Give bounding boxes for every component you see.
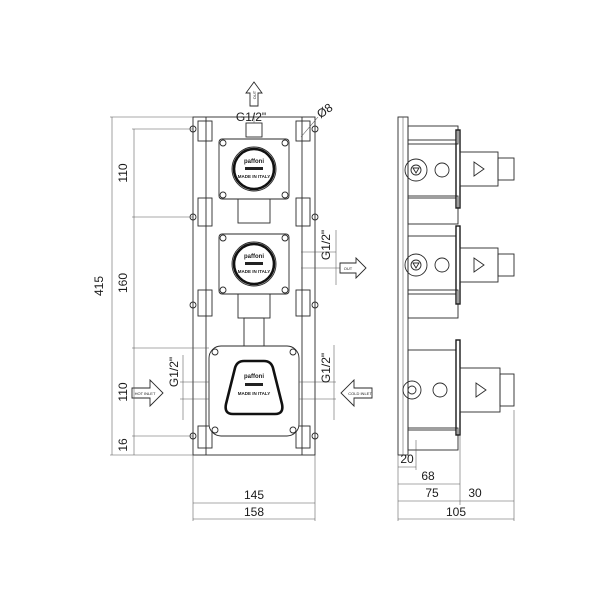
connection-left-label: G1/2" — [167, 357, 181, 387]
brand-label-3: paffoni — [244, 374, 264, 380]
front-view: paffoni MADE IN ITALY paffoni MADE IN IT… — [92, 81, 373, 521]
width-inner: 145 — [244, 488, 264, 502]
cold-inlet-arrow: COLD INLET — [340, 378, 373, 408]
side-spindle-1 — [459, 151, 515, 187]
hot-inlet-arrow: HOT INLET — [131, 378, 164, 408]
height-dim-3: 110 — [116, 382, 130, 401]
side-spindle-3 — [459, 367, 515, 413]
svg-text:OUT: OUT — [252, 90, 257, 99]
made-in-label-1: MADE IN ITALY — [238, 174, 271, 179]
made-in-label-3: MADE IN ITALY — [238, 391, 271, 396]
connection-right-lower-label: G1/2" — [319, 353, 333, 383]
side-dim-105: 105 — [446, 505, 466, 519]
side-dim-30: 30 — [468, 486, 482, 500]
module-2: paffoni MADE IN ITALY — [218, 233, 290, 295]
frame-brackets — [189, 120, 319, 449]
side-dim-20: 20 — [400, 452, 414, 466]
outlet-right-arrow: OUT — [339, 256, 367, 280]
height-dimensions: 415 110 160 110 16 — [92, 116, 209, 456]
width-outer: 158 — [244, 505, 264, 519]
module-1: paffoni MADE IN ITALY — [218, 138, 290, 200]
side-dimensions: 20 68 75 30 105 — [397, 410, 515, 521]
height-dim-2: 160 — [116, 273, 130, 293]
side-dim-75: 75 — [425, 486, 439, 500]
width-dimensions: 145 158 — [192, 455, 316, 521]
svg-text:HOT INLET: HOT INLET — [135, 391, 156, 396]
overall-height: 415 — [92, 276, 106, 296]
side-dim-68: 68 — [421, 469, 435, 483]
connection-right-label: G1/2" — [319, 230, 333, 260]
height-dim-4: 16 — [116, 438, 130, 452]
height-dim-1: 110 — [116, 163, 130, 182]
side-spindle-2 — [459, 247, 515, 283]
brand-label-2: paffoni — [244, 254, 264, 260]
svg-text:COLD INLET: COLD INLET — [348, 391, 372, 396]
brand-label-1: paffoni — [244, 159, 264, 165]
side-view: 20 68 75 30 105 — [397, 116, 515, 521]
module-3: paffoni MADE IN ITALY — [208, 345, 300, 437]
svg-text:OUT: OUT — [344, 266, 353, 271]
outlet-top-arrow: OUT — [245, 81, 263, 107]
connection-top-label: G1/2" — [236, 110, 266, 124]
made-in-label-2: MADE IN ITALY — [238, 269, 271, 274]
